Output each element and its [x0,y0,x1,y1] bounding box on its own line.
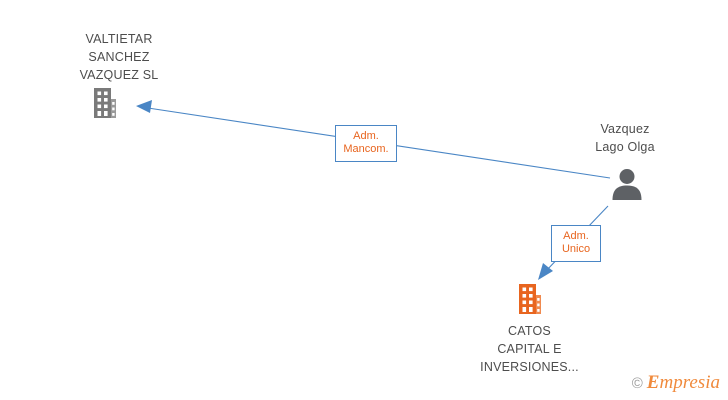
edge-label-adm-mancom[interactable]: Adm. Mancom. [335,125,397,162]
brand-name: Empresia [647,372,720,394]
watermark: © Empresia [632,372,720,394]
node-label-catos-capital: CATOS CAPITAL E INVERSIONES... [480,324,579,374]
brand-rest: mpresia [659,372,720,393]
node-label-vazquez-lago-olga: Vazquez Lago Olga [595,122,655,154]
brand-initial: E [646,372,660,393]
copyright-symbol: © [631,374,643,392]
person-icon[interactable] [608,166,646,209]
building-icon[interactable] [511,282,547,323]
edge-label-adm-unico[interactable]: Adm. Unico [551,225,601,262]
node-label-valtietar: VALTIETAR SANCHEZ VAZQUEZ SL [79,32,159,82]
building-icon[interactable] [86,86,122,127]
